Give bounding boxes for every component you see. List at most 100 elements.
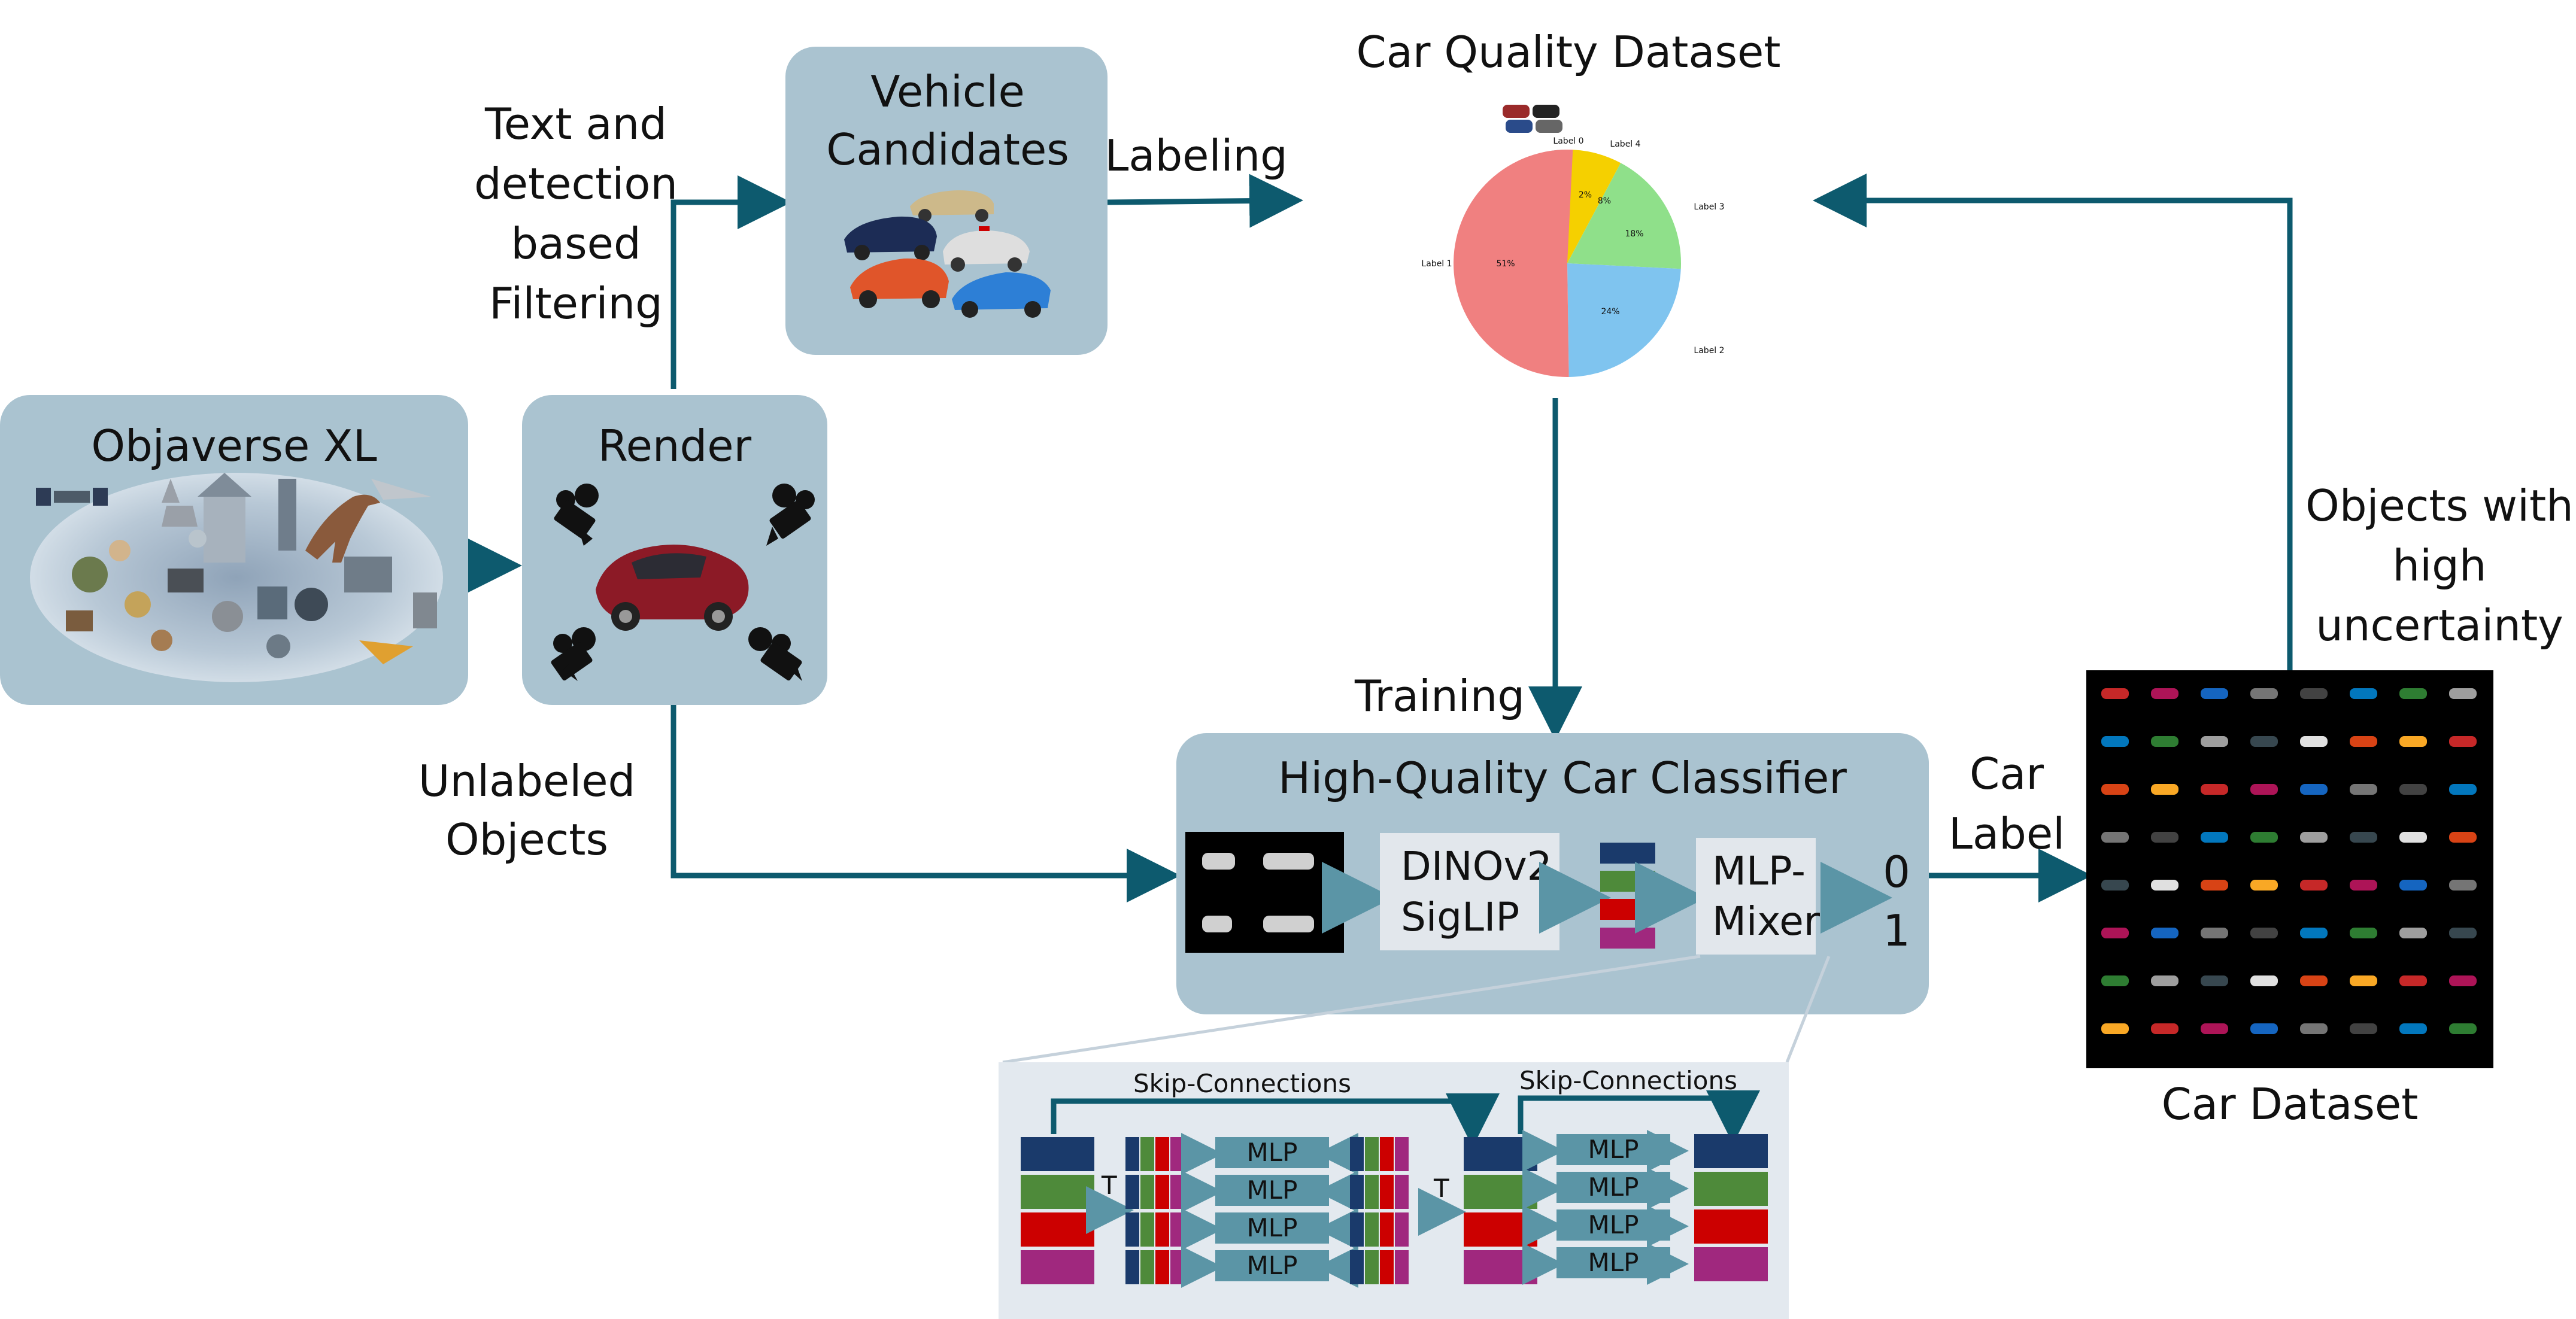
movie-camera-icon (766, 484, 815, 546)
transposed-token-cell (1140, 1250, 1154, 1284)
car-thumbnail (2101, 880, 2129, 891)
edge-labels: Text and detection based Filtering Label… (418, 99, 2574, 865)
pie-chart (1454, 150, 1681, 378)
car-thumbnail (2300, 784, 2328, 795)
pie-slice-label: Label 3 (1694, 202, 1724, 212)
car-thumbnail (2201, 784, 2228, 795)
car-thumbnail (2201, 736, 2228, 747)
pie-slice (1567, 163, 1681, 269)
pie-slice (1454, 150, 1573, 378)
movie-camera-icon (551, 627, 596, 681)
render-node: Render (522, 395, 827, 705)
car-thumbnail (2151, 784, 2178, 795)
car-thumbnail (2350, 880, 2377, 891)
transposed-token-cell (1395, 1137, 1409, 1171)
mlp-block-label: MLP (1588, 1172, 1639, 1202)
mlp-block (1215, 1175, 1329, 1206)
mlp-block-label: MLP (1247, 1138, 1298, 1167)
mixer-output-tokens (1694, 1134, 1768, 1281)
car-thumbnail (2399, 784, 2427, 795)
car-thumbnail (2449, 736, 2477, 747)
render-title: Render (598, 421, 752, 471)
vehicle-candidates-title-line1: Vehicle (870, 66, 1024, 117)
car-thumbnail (2350, 736, 2377, 747)
mlp-block-label: MLP (1588, 1135, 1639, 1164)
car-thumbnail (2101, 975, 2129, 986)
mlp-block-label: MLP (1247, 1175, 1298, 1205)
flow-arrows (468, 174, 2293, 902)
car-thumbnail (2399, 736, 2427, 747)
unlabeled-label-line1: Unlabeled (418, 756, 635, 806)
top-cars-thumbnail (1503, 105, 1562, 133)
mlp-block-label: MLP (1247, 1251, 1298, 1280)
pie-labels: Label 02%Label 48%Label 318%Label 224%La… (1421, 136, 1724, 355)
car-thumbnail (2350, 1023, 2377, 1034)
car-thumbnail (2449, 975, 2477, 986)
car-thumbnail (2350, 832, 2377, 843)
transposed-token-cell (1155, 1175, 1169, 1209)
transposed-token-cell (1125, 1175, 1139, 1209)
transposed-token-cell (1365, 1175, 1379, 1209)
output-0: 0 (1883, 847, 1910, 897)
car-thumbnail (2300, 928, 2328, 938)
car-thumbnail (2250, 928, 2278, 938)
objaverse-collage-image (30, 473, 443, 682)
transposed-tokens-1 (1125, 1137, 1184, 1284)
car-thumbnail (2250, 832, 2278, 843)
car-grid-image (2101, 688, 2477, 1034)
transpose-label-2: T (1433, 1174, 1449, 1203)
filtering-label-line2: detection (474, 159, 678, 209)
car-thumbnail (2399, 1023, 2427, 1034)
car-dataset-node: Car Dataset (2086, 670, 2493, 1129)
car-thumbnail (2300, 975, 2328, 986)
car-thumbnail (2250, 880, 2278, 891)
pie-slice-label: Label 4 (1610, 139, 1640, 149)
car-thumbnail (2399, 832, 2427, 843)
backbone-label-line1: DINOv2 (1401, 843, 1552, 889)
car-thumbnail (2201, 975, 2228, 986)
transposed-token-cell (1155, 1212, 1169, 1247)
skip-connection-1 (1051, 1093, 1500, 1147)
car-thumbnail (2151, 880, 2178, 891)
arrow-candidates-to-dataset (1107, 174, 1303, 228)
transposed-token-cell (1350, 1212, 1364, 1247)
transposed-token-cell (1350, 1250, 1364, 1284)
transposed-token-cell (1380, 1137, 1394, 1171)
car-thumbnail (2399, 688, 2427, 699)
filtering-label-line4: Filtering (489, 278, 663, 329)
car-thumbnail (2300, 736, 2328, 747)
transposed-token-cell (1155, 1250, 1169, 1284)
skip-label-1: Skip-Connections (1133, 1069, 1351, 1098)
car-thumbnail (2350, 688, 2377, 699)
transposed-token-cell (1380, 1212, 1394, 1247)
transpose-label-1: T (1101, 1171, 1117, 1200)
pie-slice-label: Label 0 (1553, 136, 1583, 146)
car-thumbnail (2101, 784, 2129, 795)
car-thumbnail (2449, 880, 2477, 891)
transposed-token-cell (1140, 1212, 1154, 1247)
transposed-token-cell (1170, 1212, 1184, 1247)
transposed-token-cell (1395, 1175, 1409, 1209)
car-thumbnail (2250, 688, 2278, 699)
movie-camera-icon (554, 484, 599, 546)
car-thumbnail (2151, 832, 2178, 843)
zoom-lines (1002, 955, 1831, 1064)
mlp-block (1215, 1250, 1329, 1281)
transposed-token-cell (1365, 1250, 1379, 1284)
transposed-token-cell (1125, 1212, 1139, 1247)
pie-slice-percent: 18% (1625, 229, 1643, 239)
car-label-line2: Label (1949, 809, 2065, 859)
car-thumbnail (2201, 832, 2228, 843)
car-thumbnail (2350, 975, 2377, 986)
car-thumbnail (2151, 928, 2178, 938)
pie-slice (1565, 150, 1621, 263)
mlp-block (1215, 1137, 1329, 1168)
car-thumbnail (2101, 736, 2129, 747)
car-thumbnail (2101, 1023, 2129, 1034)
uncertainty-label-line3: uncertainty (2316, 600, 2563, 651)
car-thumbnail (2350, 928, 2377, 938)
car-thumbnail (2449, 1023, 2477, 1034)
transposed-token-cell (1350, 1137, 1364, 1171)
